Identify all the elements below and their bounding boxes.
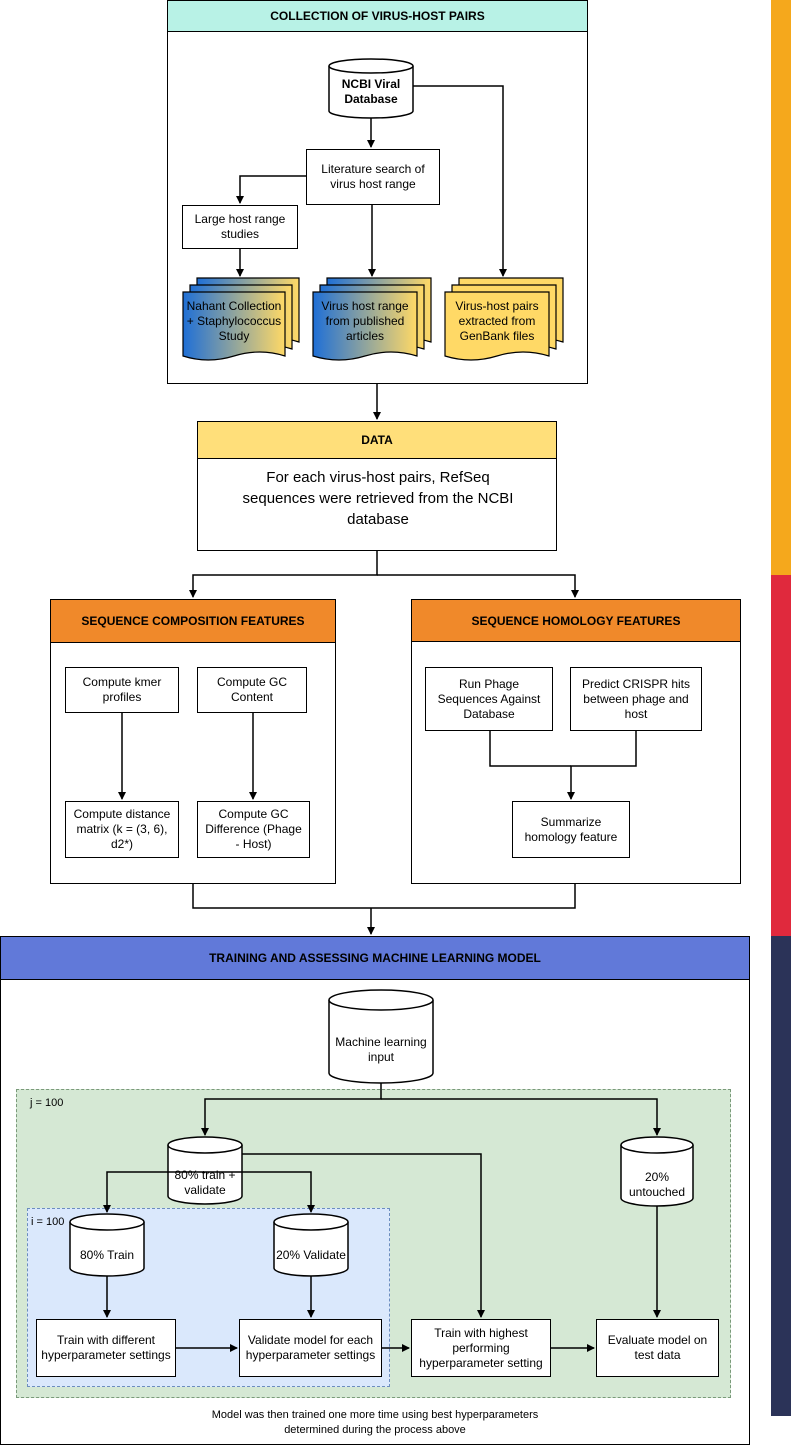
arrow-train-validate-to-validate20 xyxy=(205,1171,315,1213)
compute-gc-difference-box: Compute GC Difference (Phage - Host) xyxy=(197,801,310,858)
training-header-text: TRAINING AND ASSESSING MACHINE LEARNING … xyxy=(209,951,541,965)
train-best-box: Train with highest performing hyperparam… xyxy=(411,1319,551,1377)
data-header: DATA xyxy=(197,421,557,459)
connector-data-split-right xyxy=(377,574,579,598)
genbank-document-stack xyxy=(444,277,564,361)
ml-input-label: Machine learning input xyxy=(335,1035,427,1064)
run-phage-box: Run Phage Sequences Against Database xyxy=(425,667,553,731)
summarize-homology-box: Summarize homology feature xyxy=(512,801,630,858)
arrow-train-validate-to-train-best xyxy=(242,1153,485,1318)
data-header-text: DATA xyxy=(361,433,393,447)
literature-search-text: Literature search of virus host range xyxy=(321,162,425,191)
connector-train-validate-split xyxy=(103,1171,205,1213)
side-bar-red xyxy=(771,575,791,936)
side-bar-navy xyxy=(771,936,791,1416)
predict-crispr-text: Predict CRISPR hits between phage and ho… xyxy=(581,676,691,721)
train-best-text: Train with highest performing hyperparam… xyxy=(419,1325,543,1370)
nahant-document-stack xyxy=(182,277,300,361)
collection-header: COLLECTION OF VIRUS-HOST PAIRS xyxy=(167,0,588,32)
data-body-text: For each virus-host pairs, RefSeq sequen… xyxy=(242,468,514,528)
compute-kmer-text: Compute kmer profiles xyxy=(82,675,162,704)
outer-loop-label: j = 100 xyxy=(30,1097,64,1109)
summarize-homology-text: Summarize homology feature xyxy=(524,814,618,844)
nahant-document-text: Nahant Collection + Staphylococcus Study xyxy=(186,298,282,343)
ncbi-database-label: NCBI Viral Database xyxy=(341,77,401,106)
composition-header-text: SEQUENCE COMPOSITION FEATURES xyxy=(81,614,305,628)
validate-model-box: Validate model for each hyperparameter s… xyxy=(239,1319,382,1377)
training-footer-text: Model was then trained one more time usi… xyxy=(211,1409,539,1436)
validate20-label: 20% Validate xyxy=(276,1247,346,1262)
train80-cylinder xyxy=(69,1213,145,1277)
compute-distance-box: Compute distance matrix (k = (3, 6), d2*… xyxy=(65,801,179,858)
large-host-range-box: Large host range studies xyxy=(182,205,298,249)
training-header: TRAINING AND ASSESSING MACHINE LEARNING … xyxy=(0,936,750,980)
compute-gc-difference-text: Compute GC Difference (Phage - Host) xyxy=(205,807,302,851)
connector-ml-input-split xyxy=(201,1083,382,1136)
homology-header: SEQUENCE HOMOLOGY FEATURES xyxy=(411,599,741,642)
evaluate-model-box: Evaluate model on test data xyxy=(596,1319,719,1377)
compute-gc-box: Compute GC Content xyxy=(197,667,307,713)
arrow-ncbi-to-genbank xyxy=(413,85,507,277)
literature-search-box: Literature search of virus host range xyxy=(306,149,440,205)
train80-label: 80% Train xyxy=(79,1247,135,1262)
inner-loop-label: i = 100 xyxy=(31,1216,65,1228)
connector-run-phage-to-summarize xyxy=(489,731,571,767)
validate-model-text: Validate model for each hyperparameter s… xyxy=(245,1333,376,1362)
connector-crispr-to-summarize xyxy=(567,731,637,800)
run-phage-text: Run Phage Sequences Against Database xyxy=(437,676,541,721)
connector-data-split xyxy=(189,551,378,598)
train-hyperparameter-box: Train with different hyperparameter sett… xyxy=(36,1319,176,1377)
composition-header: SEQUENCE COMPOSITION FEATURES xyxy=(50,599,336,643)
train-hyperparameter-text: Train with different hyperparameter sett… xyxy=(41,1333,171,1362)
predict-crispr-box: Predict CRISPR hits between phage and ho… xyxy=(570,667,702,731)
untouched-cylinder xyxy=(620,1136,694,1207)
large-host-range-text: Large host range studies xyxy=(194,212,286,241)
arrow-literature-to-large-host xyxy=(236,175,306,204)
ncbi-database-cylinder xyxy=(328,58,414,119)
homology-header-text: SEQUENCE HOMOLOGY FEATURES xyxy=(471,613,681,628)
compute-gc-text: Compute GC Content xyxy=(216,675,288,704)
collection-header-text: COLLECTION OF VIRUS-HOST PAIRS xyxy=(270,9,485,23)
arrow-ml-input-to-untouched xyxy=(381,1098,661,1136)
evaluate-model-text: Evaluate model on test data xyxy=(607,1333,708,1362)
virus-host-range-document-stack xyxy=(312,277,432,361)
compute-distance-text: Compute distance matrix (k = (3, 6), d2*… xyxy=(73,807,171,851)
train-validate-cylinder xyxy=(167,1136,243,1205)
genbank-document-text: Virus-host pairs extracted from GenBank … xyxy=(455,298,539,343)
virus-host-range-document-text: Virus host range from published articles xyxy=(321,298,409,343)
validate20-cylinder xyxy=(273,1213,349,1277)
untouched-label: 20% untouched xyxy=(628,1170,686,1199)
compute-kmer-box: Compute kmer profiles xyxy=(65,667,179,713)
side-bar-orange xyxy=(771,0,791,575)
connector-features-merge xyxy=(192,884,576,909)
